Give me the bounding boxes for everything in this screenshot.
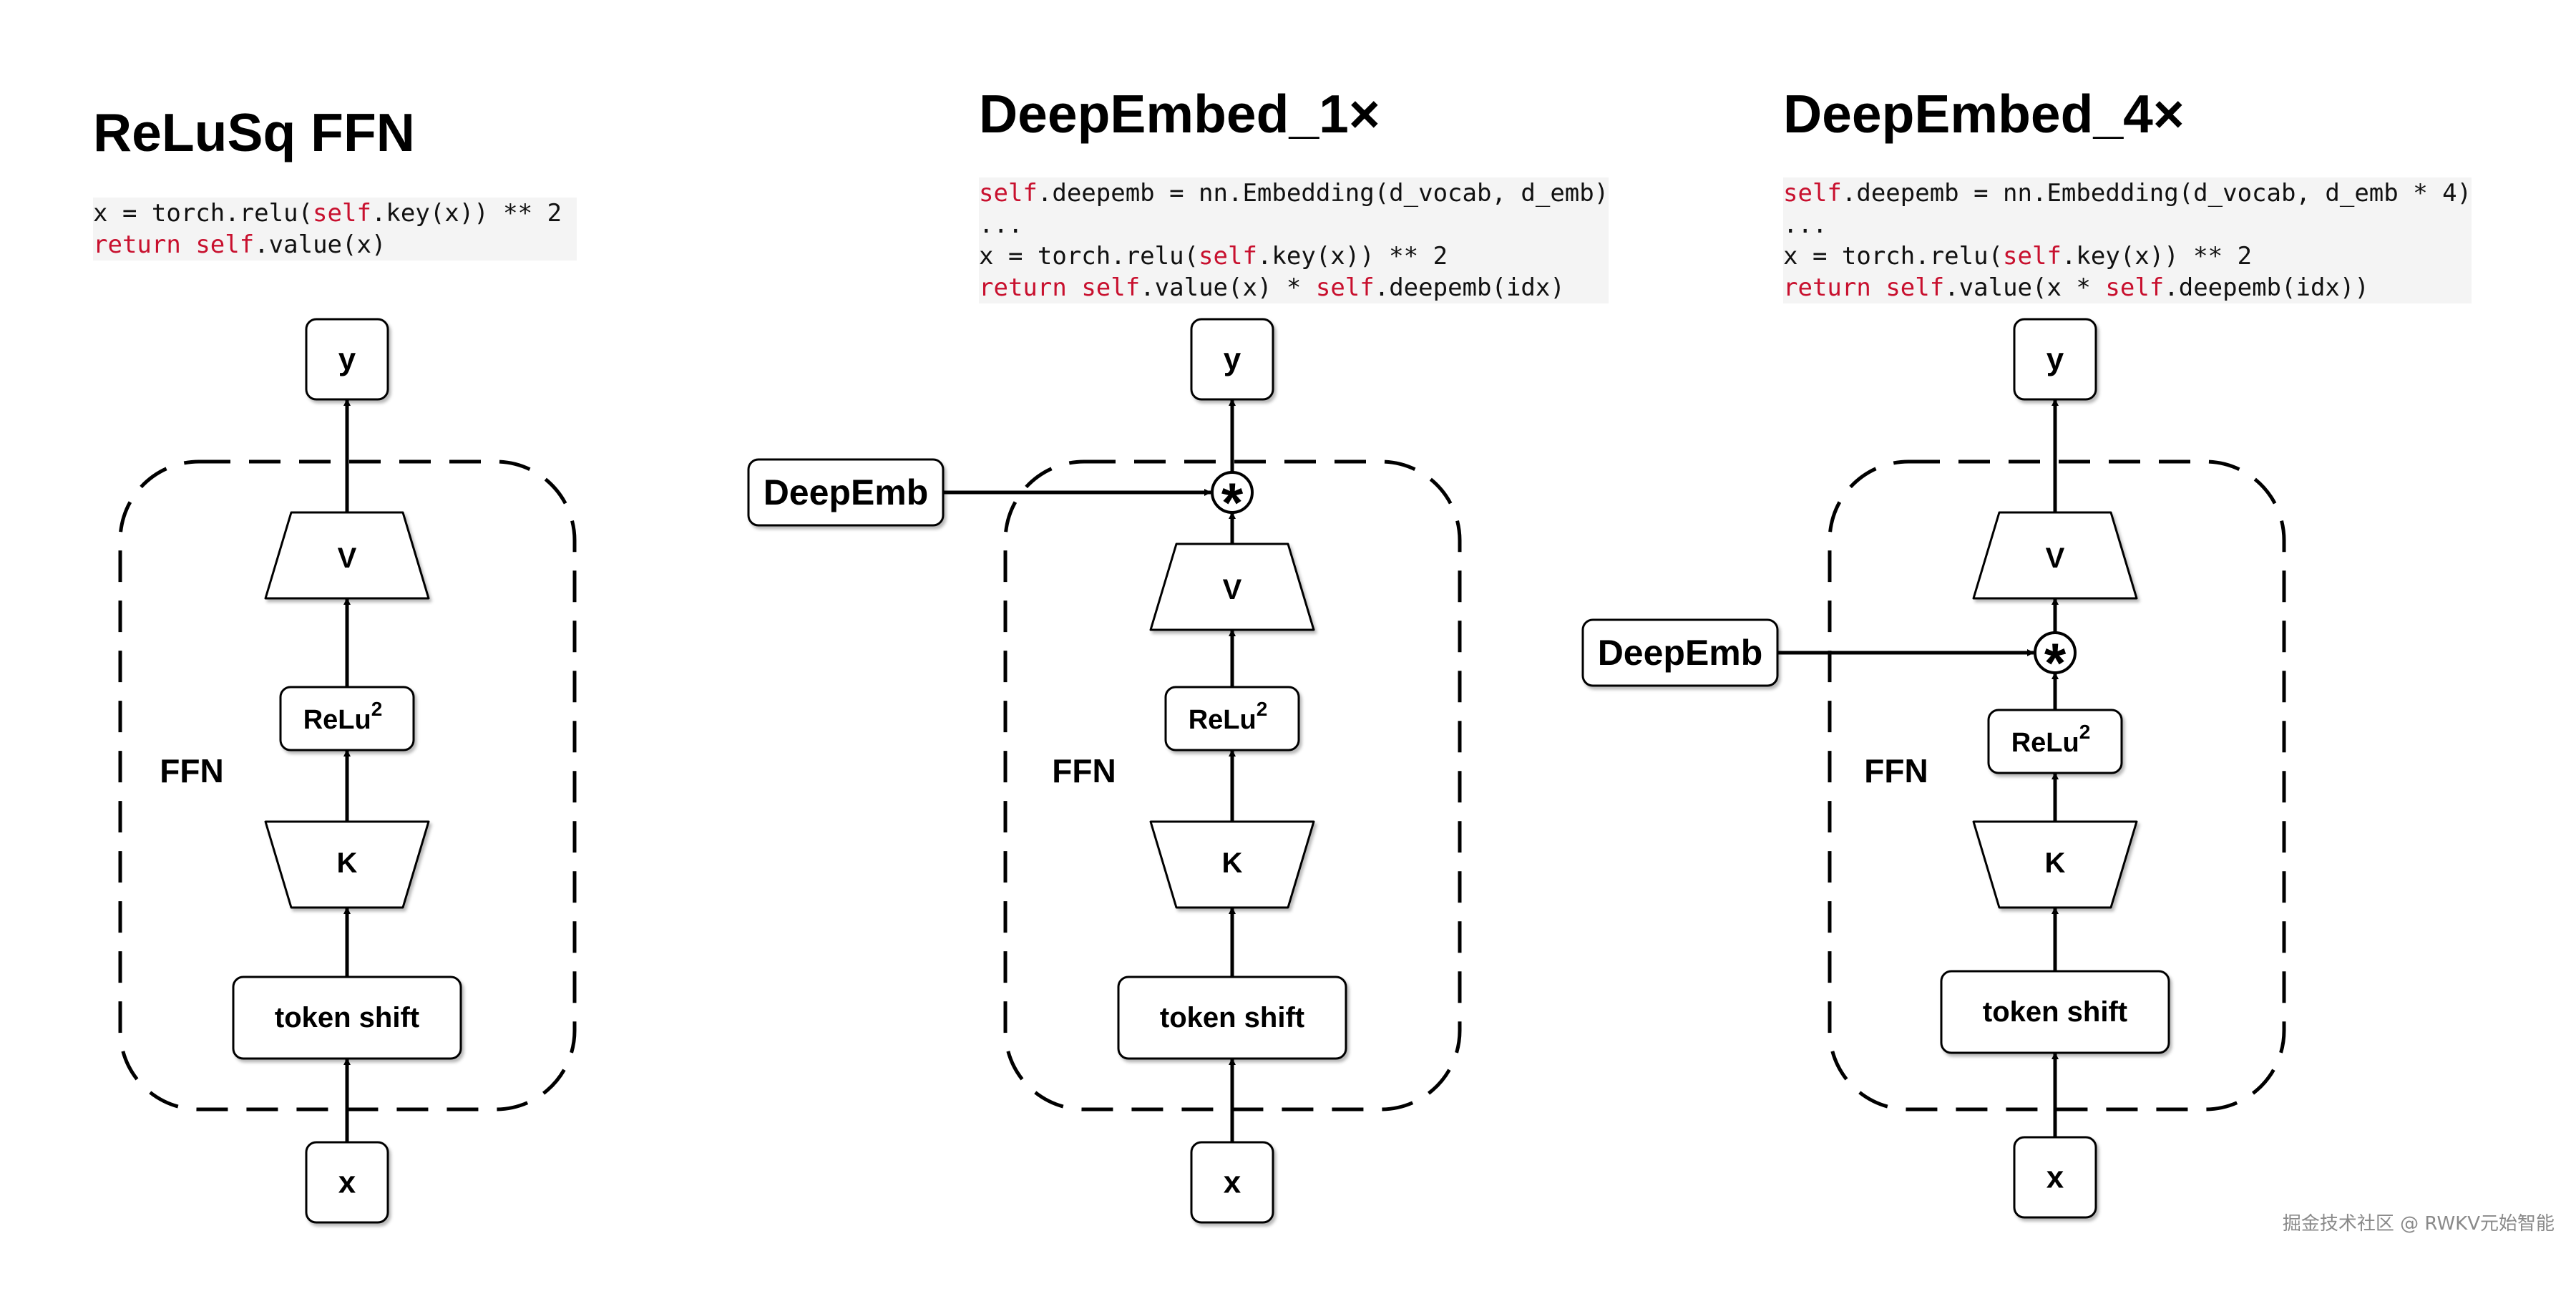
relu-label: ReLu2 <box>2011 721 2091 759</box>
relu-text: ReLu <box>2011 728 2079 758</box>
input-node <box>1190 1141 1274 1224</box>
panel-2-title: DeepEmbed_1× <box>979 84 1380 144</box>
code-line: return self.value(x * self.deepemb(idx)) <box>1783 272 2472 303</box>
code-line: self.deepemb = nn.Embedding(d_vocab, d_e… <box>979 177 1609 209</box>
key-node <box>1149 820 1315 909</box>
panel-3-code: self.deepemb = nn.Embedding(d_vocab, d_e… <box>1783 177 2472 303</box>
output-label: y <box>1224 342 1241 377</box>
panel-1-title: ReLuSq FFN <box>93 102 415 162</box>
multiply-node <box>1211 471 1254 514</box>
code-line: ... <box>979 209 1609 240</box>
key-node <box>1972 820 2138 909</box>
relu-node <box>1164 686 1300 751</box>
code-line: x = torch.relu(self.key(x)) ** 2 <box>1783 240 2472 272</box>
value-label: V <box>1223 574 1242 605</box>
value-node <box>264 511 430 600</box>
multiply-icon: * <box>2044 631 2067 694</box>
code-line: self.deepemb = nn.Embedding(d_vocab, d_e… <box>1783 177 2472 209</box>
multiply-icon: * <box>1221 471 1244 534</box>
panel-3-title: DeepEmbed_4× <box>1783 84 2185 144</box>
ffn-label: FFN <box>1052 752 1116 789</box>
output-node <box>305 318 389 401</box>
input-label: x <box>338 1165 356 1200</box>
key-label: K <box>1222 847 1243 879</box>
token-shift-label: token shift <box>275 1002 419 1033</box>
input-node <box>2013 1136 2097 1219</box>
value-label: V <box>338 543 357 574</box>
panel-1-code: x = torch.relu(self.key(x)) ** 2 return … <box>93 198 577 261</box>
code-line: x = torch.relu(self.key(x)) ** 2 <box>93 198 577 229</box>
output-label: y <box>338 342 356 377</box>
relu-superscript: 2 <box>2079 721 2091 743</box>
ffn-label: FFN <box>160 752 223 789</box>
relu-superscript: 2 <box>1257 698 1268 720</box>
input-label: x <box>1224 1165 1241 1200</box>
output-node <box>1190 318 1274 401</box>
code-line: x = torch.relu(self.key(x)) ** 2 <box>979 240 1609 272</box>
value-node <box>1149 543 1315 631</box>
relu-label: ReLu2 <box>303 698 383 736</box>
token-shift-label: token shift <box>1160 1002 1304 1033</box>
multiply-node <box>2034 631 2077 674</box>
panel-2-code: self.deepemb = nn.Embedding(d_vocab, d_e… <box>979 177 1609 303</box>
token-shift-node <box>1940 970 2170 1054</box>
relu-text: ReLu <box>303 705 371 735</box>
output-node <box>2013 318 2097 401</box>
token-shift-node <box>1117 976 1347 1060</box>
code-line: return self.value(x) * self.deepemb(idx) <box>979 272 1609 303</box>
key-label: K <box>337 847 358 879</box>
token-shift-label: token shift <box>1983 996 2127 1028</box>
watermark: 掘金技术社区 @ RWKV元始智能 <box>2282 1213 2555 1235</box>
code-line: ... <box>1783 209 2472 240</box>
deepemb-node <box>747 458 945 527</box>
ffn-label: FFN <box>1864 752 1928 789</box>
deepemb-node <box>1581 618 1779 687</box>
relu-superscript: 2 <box>371 698 383 720</box>
key-label: K <box>2045 847 2066 879</box>
value-node <box>1972 511 2138 600</box>
output-label: y <box>2046 342 2064 377</box>
relu-label: ReLu2 <box>1189 698 1268 736</box>
relu-text: ReLu <box>1189 705 1257 735</box>
token-shift-node <box>232 976 462 1060</box>
value-label: V <box>2046 543 2065 574</box>
relu-node <box>279 686 415 751</box>
input-label: x <box>2046 1160 2064 1195</box>
relu-node <box>1987 709 2123 774</box>
code-line: return self.value(x) <box>93 229 577 261</box>
input-node <box>305 1141 389 1224</box>
deepemb-label: DeepEmb <box>1598 633 1763 673</box>
key-node <box>264 820 430 909</box>
deepemb-label: DeepEmb <box>763 472 929 512</box>
